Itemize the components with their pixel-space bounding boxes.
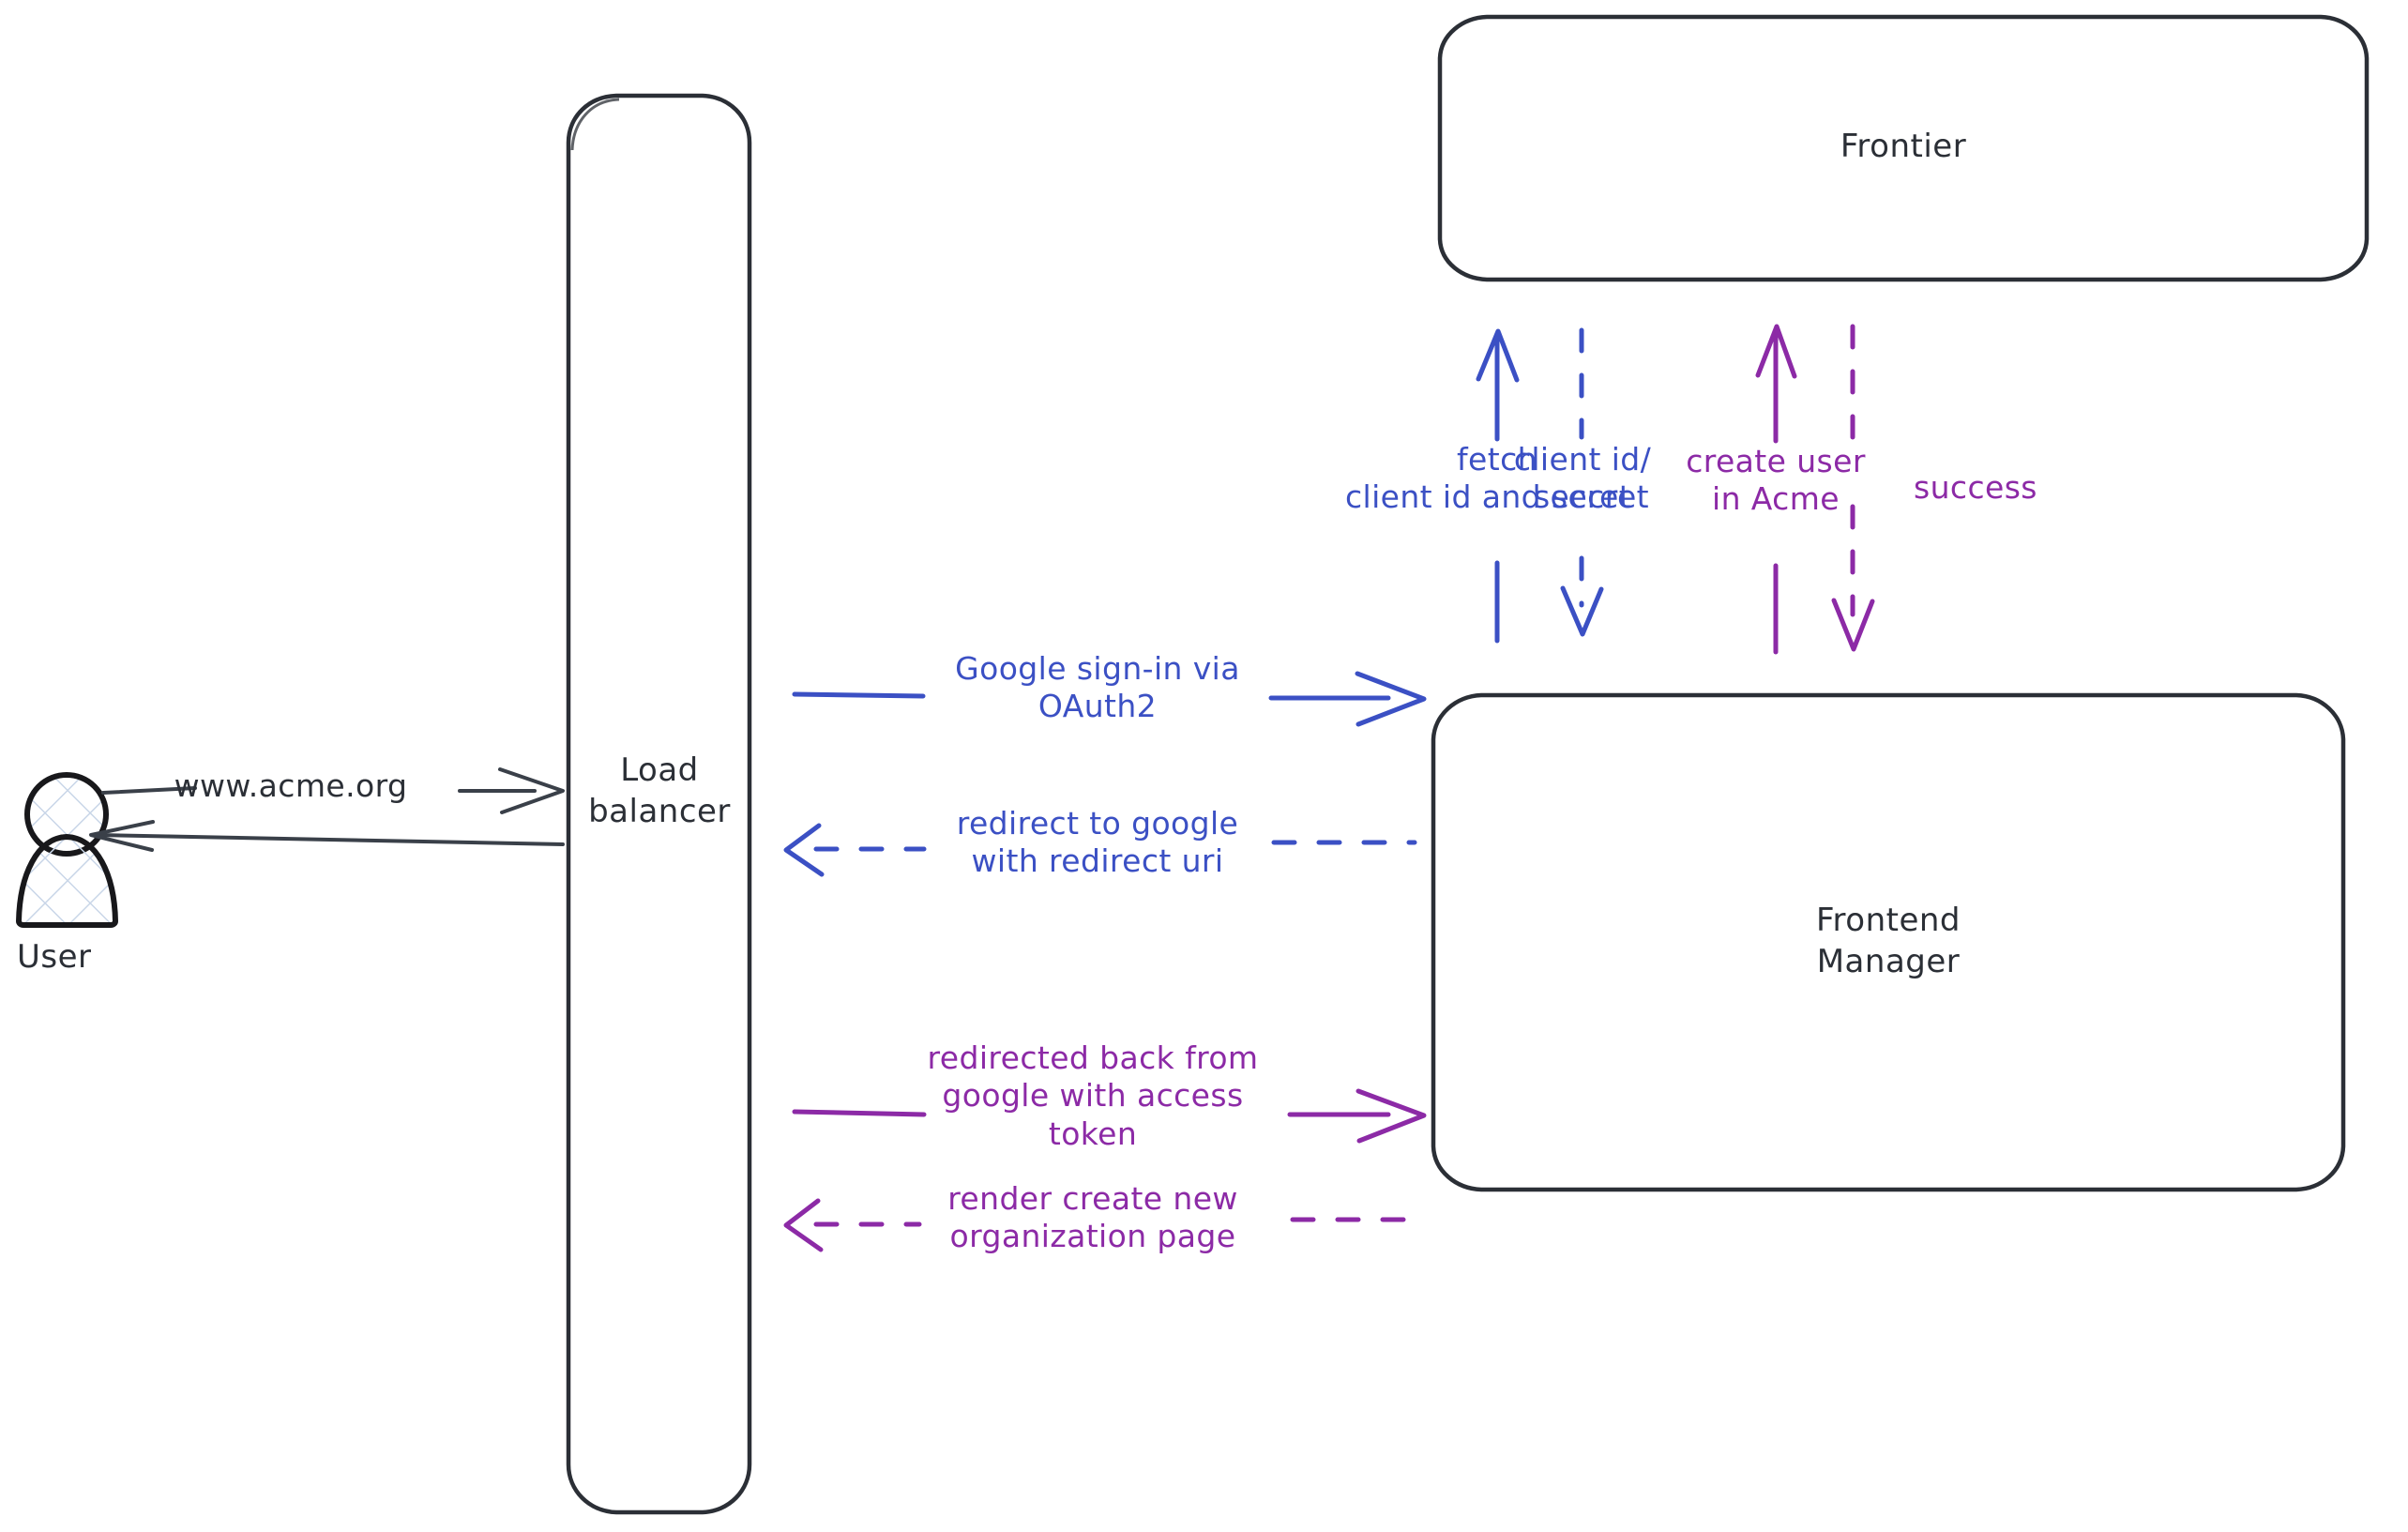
- edge-fm-to-lb-redirect: [783, 823, 1417, 877]
- edge-label-fm-to-frontier-create: create user in Acme: [1686, 443, 1866, 518]
- actor-user-icon: [16, 772, 118, 928]
- node-load-balancer-shape[interactable]: [566, 93, 752, 1515]
- edge-frontier-to-fm-creds: [1560, 327, 1604, 637]
- edge-lb-to-fm-token: [792, 1088, 1427, 1144]
- edge-label-frontier-to-fm-success: success: [1914, 469, 2037, 506]
- actor-user-caption: User: [17, 938, 92, 976]
- edge-frontier-to-fm-success: [1831, 324, 1875, 652]
- edge-label-user-to-lb: www.acme.org: [174, 767, 408, 804]
- edge-fm-to-frontier-fetch: [1476, 328, 1520, 644]
- node-frontend-manager-shape[interactable]: [1431, 692, 2346, 1192]
- edge-label-lb-to-fm-token: redirected back from google with access …: [927, 1039, 1259, 1152]
- edge-lb-to-fm-signin: [792, 671, 1427, 727]
- edge-fm-to-lb-render: [783, 1198, 1417, 1252]
- edge-fm-to-frontier-create: [1755, 324, 1797, 655]
- edge-lb-to-user: [89, 820, 565, 852]
- node-frontier-shape[interactable]: [1437, 14, 2370, 282]
- edge-label-fm-to-lb-redirect: redirect to google with redirect uri: [956, 805, 1239, 880]
- edge-label-fm-to-frontier-fetch: fetch client id and secret: [1344, 441, 1650, 516]
- edge-label-fm-to-lb-render: render create new organization page: [947, 1180, 1238, 1255]
- edge-label-lb-to-fm-signin: Google sign-in via OAuth2: [955, 650, 1240, 725]
- edge-user-to-lb: [101, 767, 565, 814]
- edge-label-frontier-to-fm-creds: client id/ secret: [1513, 441, 1652, 516]
